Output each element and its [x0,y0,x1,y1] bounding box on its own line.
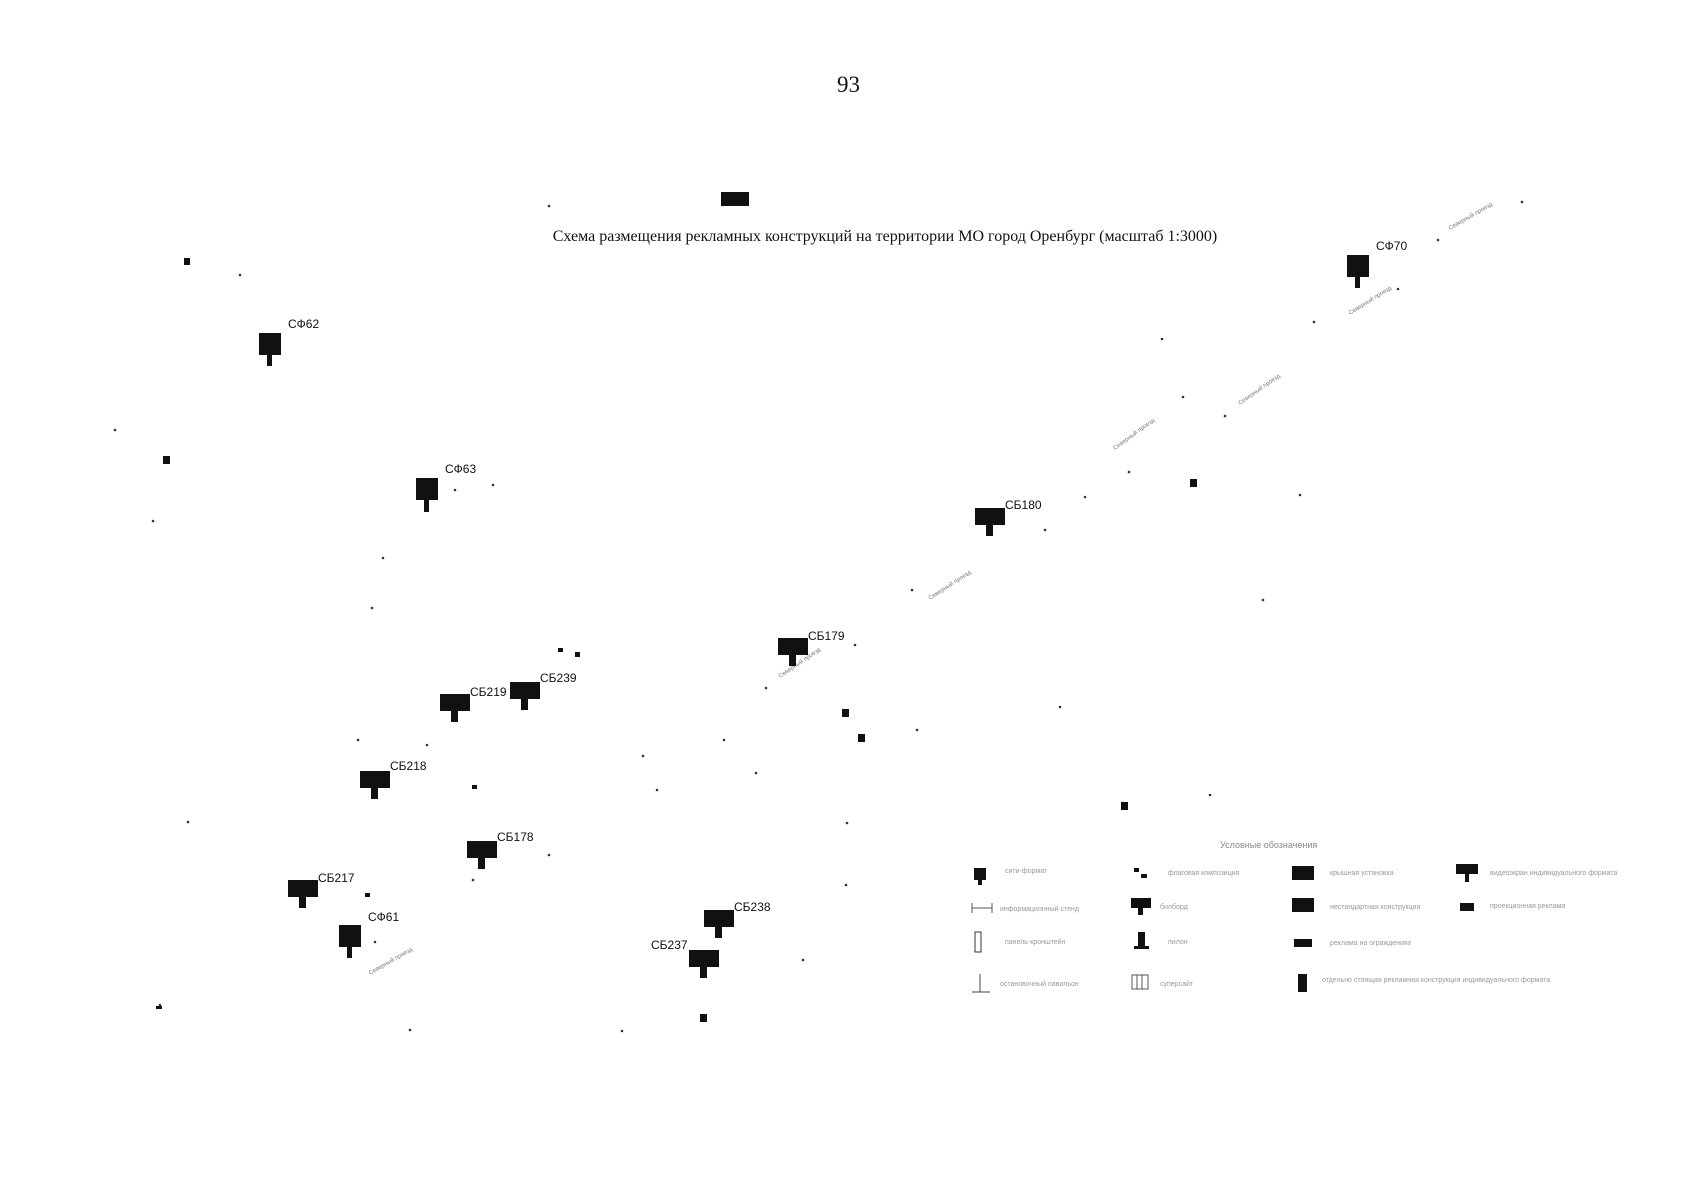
city-format-icon [974,868,986,880]
billboard-icon [975,508,1005,525]
billboard-icon [360,771,390,788]
marker-label: СБ237 [651,938,688,952]
marker-label: СФ62 [288,317,319,331]
marker-label: СБ219 [470,685,507,699]
billboard-marker-icon [721,192,749,206]
bracket-panel-icon [974,931,982,953]
marker-label: СФ70 [1376,239,1407,253]
city-format-icon [416,478,438,500]
city-format-icon [1347,255,1369,277]
legend-label: реклама на ограждениях [1330,940,1412,947]
poi-icon [700,1014,707,1022]
legend-label: панель-кронштейн [1005,938,1066,946]
marker-sb218: СБ218 [360,759,427,799]
marker-label: СБ239 [540,671,577,685]
billboard-icon [288,880,318,897]
projection-icon [1460,903,1474,911]
legend-label: видеоэкран индивидуального формата [1490,870,1617,877]
marker-label: СФ63 [445,462,476,476]
legend-label: пилон [1168,939,1188,946]
roof-icon [1292,866,1314,880]
billboard-icon [1131,898,1151,908]
poi-icons [156,258,1197,1022]
legend-label: сити-формат [1005,868,1048,875]
marker-sb178: СБ178 [467,830,534,869]
city-format-icon [339,925,361,947]
marker-sb219: СБ219 [440,685,507,722]
individual-icon [1298,974,1307,992]
legend-label: нестандартная конструкция [1330,904,1420,911]
street-label: Северный проезд [368,946,415,977]
fence-icon [1294,939,1312,947]
nonstandard-icon [1292,898,1314,912]
legend-label: остановочный павильон [1000,980,1079,988]
legend-label: флаговая композиция [1168,870,1240,877]
poi-icon [156,1006,162,1009]
legend-label: отдельно стоящая рекламная конструкция и… [1322,977,1550,984]
marker-sf62: СФ62 [259,317,319,366]
poi-icon [558,648,563,652]
marker-sb237: СБ237 [651,938,719,978]
poi-icon [365,893,370,897]
billboard-icon [778,638,808,655]
poi-icon [575,652,580,657]
video-screen-icon [1456,864,1478,874]
poi-icon [858,734,865,742]
street-label: Северный проезд [927,569,973,602]
marker-label: СБ179 [808,629,845,643]
legend: Условные обозначения сити-формат информа… [971,840,1617,993]
billboard-icon [440,694,470,711]
city-format-icon [259,333,281,355]
poi-icon [163,456,170,464]
marker-sf61: СФ61 [339,910,399,958]
flag-icon [1134,868,1139,872]
poi-icon [472,785,477,789]
pylon-icon [1138,932,1145,946]
poi-icon [1190,479,1197,487]
marker-label: СБ178 [497,830,534,844]
poi-icon [184,258,190,265]
billboard-icon [467,841,497,858]
page-number: 93 [837,72,860,97]
legend-label: проекционная реклама [1490,903,1565,910]
marker-label: СБ218 [390,759,427,773]
poi-icon [1121,802,1128,810]
street-label: Северный проезд [1448,201,1495,232]
marker-label: СБ238 [734,900,771,914]
street-label: Северный проезд [1237,372,1282,406]
legend-label: билборд [1160,903,1188,911]
street-labels: Северный проезд Северный проезд Северный… [368,201,1495,977]
marker-sb217: СБ217 [288,871,355,908]
marker-sb238: СБ238 [704,900,771,938]
map-dots [113,200,1524,1033]
marker-label: СБ180 [1005,498,1042,512]
marker-sb239: СБ239 [510,671,577,710]
legend-title: Условные обозначения [1220,840,1317,850]
legend-label: крышная установка [1330,870,1394,877]
billboard-icon [704,910,734,927]
marker-sb180: СБ180 [975,498,1042,536]
supersite-icon [1131,974,1149,990]
map-title: Схема размещения рекламных конструкций н… [552,228,1218,245]
legend-label: суперсайт [1160,980,1194,988]
legend-label: информационный стенд [1000,905,1079,913]
marker-label: СБ217 [318,871,355,885]
marker-sf63: СФ63 [416,462,476,512]
poi-icon [842,709,849,717]
billboard-icon [689,950,719,967]
marker-label: СФ61 [368,910,399,924]
marker-sf70: СФ70 [1347,239,1407,288]
billboard-icon [510,682,540,699]
street-label: Северный проезд [1347,284,1393,316]
street-label: Северный проезд [1112,417,1156,452]
marker-sb179: СБ179 [778,629,845,666]
